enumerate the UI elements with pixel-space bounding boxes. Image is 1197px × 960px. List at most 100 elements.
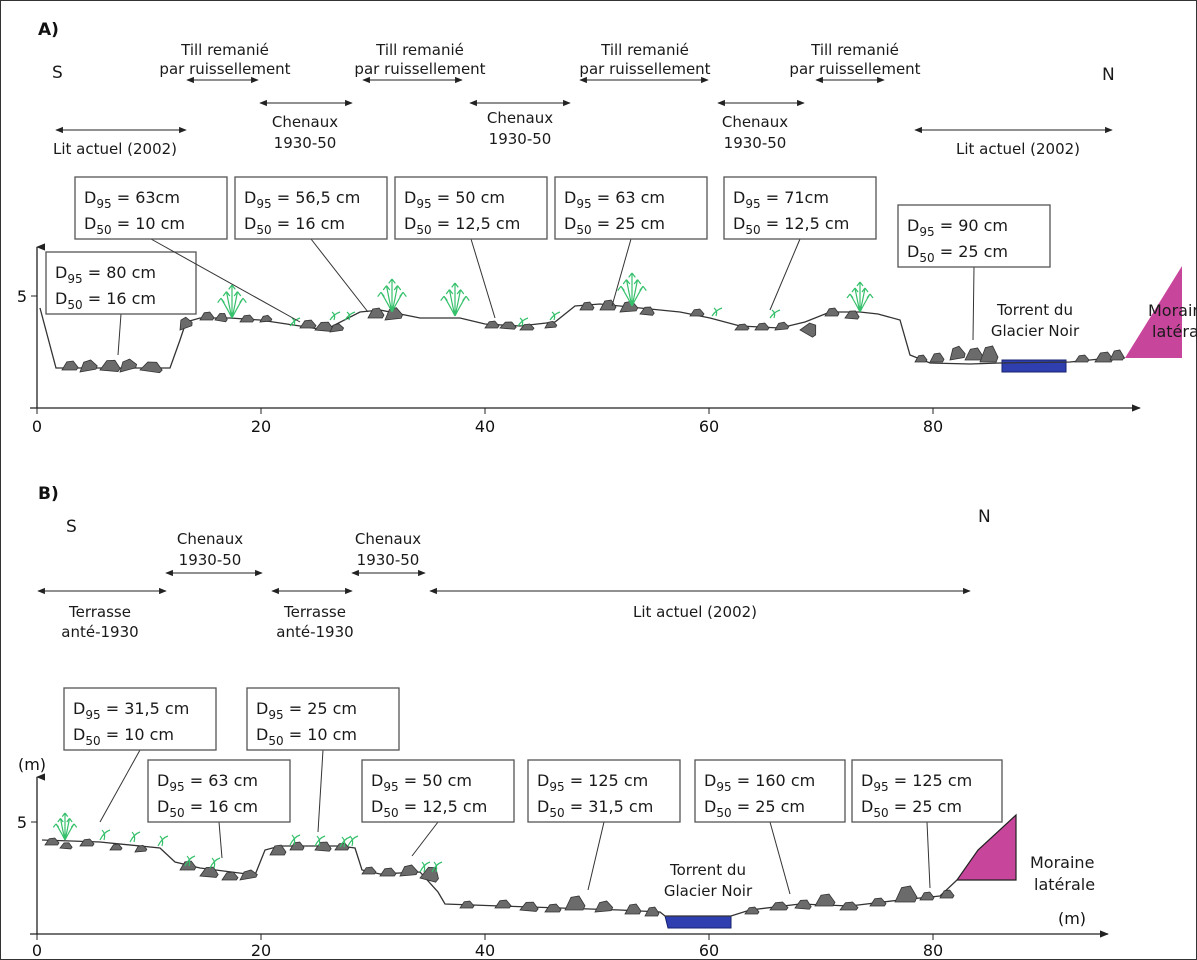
leader-line	[218, 821, 223, 859]
d95-value: D95 = 63cm	[84, 188, 180, 211]
sample-box	[361, 759, 515, 823]
rock	[79, 359, 98, 373]
direction-south: S	[66, 517, 77, 537]
rock-cluster-group	[61, 299, 1125, 374]
rock	[599, 299, 617, 311]
vegetation-icon	[617, 272, 647, 307]
unit-label-chenaux-line2: 1930-50	[179, 551, 242, 569]
axes-a: 5 0 20 40 60 80	[17, 243, 1141, 436]
rock	[1074, 354, 1090, 363]
rock	[299, 319, 317, 329]
vegetation-icon	[419, 861, 431, 873]
rock	[59, 842, 73, 850]
rock	[334, 842, 350, 851]
vegetation-icon	[711, 307, 723, 317]
rock	[919, 891, 935, 901]
sample-annotation: D95 = 31,5 cm D50 = 10 cm	[63, 687, 217, 823]
leader-line	[411, 821, 439, 857]
sample-box	[851, 759, 1003, 823]
d95-value: D95 = 63 cm	[157, 771, 258, 794]
unit-label-chenaux: Chenaux	[722, 113, 788, 131]
rock	[814, 893, 836, 907]
rock	[964, 347, 984, 361]
rock	[379, 867, 397, 877]
rock	[79, 838, 95, 847]
rock	[769, 901, 789, 911]
rock	[979, 345, 999, 363]
panel-a: A) S N Lit actuel (2002) Till remanié pa…	[17, 20, 1197, 436]
rock	[44, 837, 60, 846]
rock	[119, 358, 138, 373]
unit-labels: Terrasse anté-1930 Chenaux 1930-50 Terra…	[61, 530, 757, 641]
x-axis-unit: (m)	[1058, 909, 1086, 928]
torrent-label: Torrent du	[996, 301, 1073, 319]
rock	[214, 313, 228, 323]
axes-b: (m) (m) 5 0 20 40 60 80	[17, 755, 1109, 960]
rock	[544, 903, 562, 913]
rock	[894, 885, 918, 903]
rock	[744, 906, 760, 915]
x-tick-label: 80	[923, 941, 943, 960]
d50-value: D50 = 16 cm	[157, 797, 258, 820]
unit-label-chenaux: Chenaux	[487, 109, 553, 127]
d95-value: D95 = 125 cm	[861, 771, 972, 794]
sample-box	[527, 759, 681, 823]
rock	[639, 306, 655, 316]
vegetation-icon	[440, 282, 470, 317]
unit-label-till: Till remanié	[375, 41, 464, 59]
x-tick-label: 60	[699, 941, 719, 960]
d50-value: D50 = 12,5 cm	[371, 797, 487, 820]
d95-value: D95 = 56,5 cm	[244, 188, 360, 211]
d50-value: D50 = 25 cm	[861, 797, 962, 820]
sample-annotation: D95 = 125 cm D50 = 25 cm	[851, 759, 1003, 889]
sample-box	[63, 687, 217, 751]
rock	[564, 895, 586, 911]
unit-label-till-line2: par ruissellement	[789, 60, 920, 78]
moraine-label-line2: latérale	[1152, 322, 1197, 341]
sample-box	[554, 176, 708, 240]
d50-value: D50 = 12,5 cm	[733, 214, 849, 237]
unit-label-terrasse: Terrasse	[68, 603, 131, 621]
unit-label-lit-actuel: Lit actuel (2002)	[53, 140, 177, 158]
x-tick-label: 20	[251, 417, 271, 436]
rock	[824, 307, 840, 317]
rock	[109, 843, 123, 851]
moraine-shape	[955, 813, 1017, 881]
vegetation-group	[52, 812, 443, 873]
d95-value: D95 = 125 cm	[537, 771, 648, 794]
sample-box	[234, 176, 388, 240]
rock	[774, 321, 790, 331]
rock	[329, 323, 345, 333]
d50-value: D50 = 16 cm	[244, 214, 345, 237]
x-tick-label: 20	[251, 941, 271, 960]
rock	[734, 323, 750, 331]
unit-label-chenaux-line2: 1930-50	[489, 130, 552, 148]
leader-line	[150, 238, 301, 323]
rock	[179, 316, 193, 331]
leader-line	[99, 749, 141, 823]
unit-label-chenaux: Chenaux	[272, 113, 338, 131]
rock	[844, 310, 860, 320]
rock	[367, 307, 385, 319]
rock	[361, 866, 377, 875]
vegetation-icon	[329, 311, 341, 321]
vegetation-icon	[184, 855, 196, 867]
moraine-label: Moraine	[1148, 301, 1197, 320]
vegetation-icon	[517, 317, 529, 327]
rock	[269, 844, 287, 856]
sample-box	[45, 251, 197, 315]
rock	[239, 869, 258, 881]
moraine-label-line2: latérale	[1034, 875, 1095, 894]
vegetation-icon	[339, 836, 351, 848]
rock	[494, 899, 512, 909]
d50-value: D50 = 10 cm	[73, 725, 174, 748]
vegetation-icon	[289, 834, 301, 846]
x-tick-label: 40	[475, 941, 495, 960]
unit-label-chenaux-line2: 1930-50	[724, 134, 787, 152]
d95-value: D95 = 31,5 cm	[73, 699, 189, 722]
